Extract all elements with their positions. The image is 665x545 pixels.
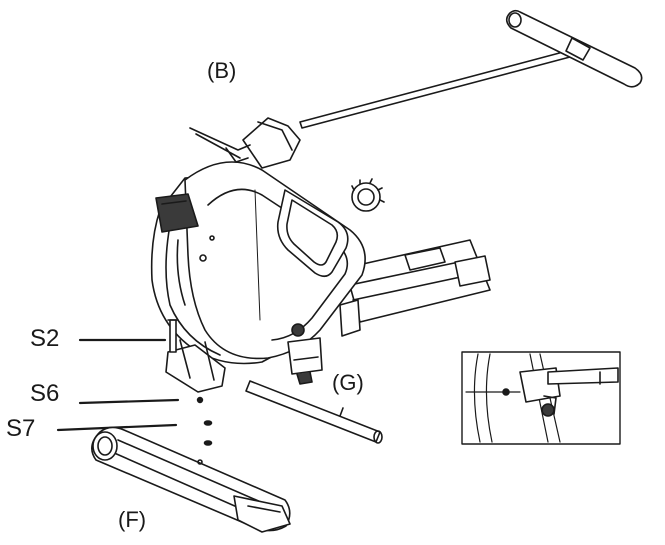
front-bracket xyxy=(165,319,226,393)
label-screw-s6: S6 xyxy=(30,380,60,407)
label-screw-s7: S7 xyxy=(6,415,36,442)
rear-rail xyxy=(339,239,491,337)
front-stabilizer xyxy=(91,426,291,533)
label-screw-s2: S2 xyxy=(30,325,60,352)
axle-rod xyxy=(245,380,383,444)
label-part-g: (G) xyxy=(332,370,364,395)
flywheel-housing xyxy=(150,117,385,365)
pull-handle xyxy=(299,9,643,129)
detail-inset xyxy=(461,351,621,445)
screws-washers xyxy=(196,396,213,446)
label-part-b: (B) xyxy=(207,58,237,83)
label-part-f: (F) xyxy=(118,507,147,532)
rear-mount xyxy=(287,337,323,385)
leader-lines xyxy=(56,338,180,432)
